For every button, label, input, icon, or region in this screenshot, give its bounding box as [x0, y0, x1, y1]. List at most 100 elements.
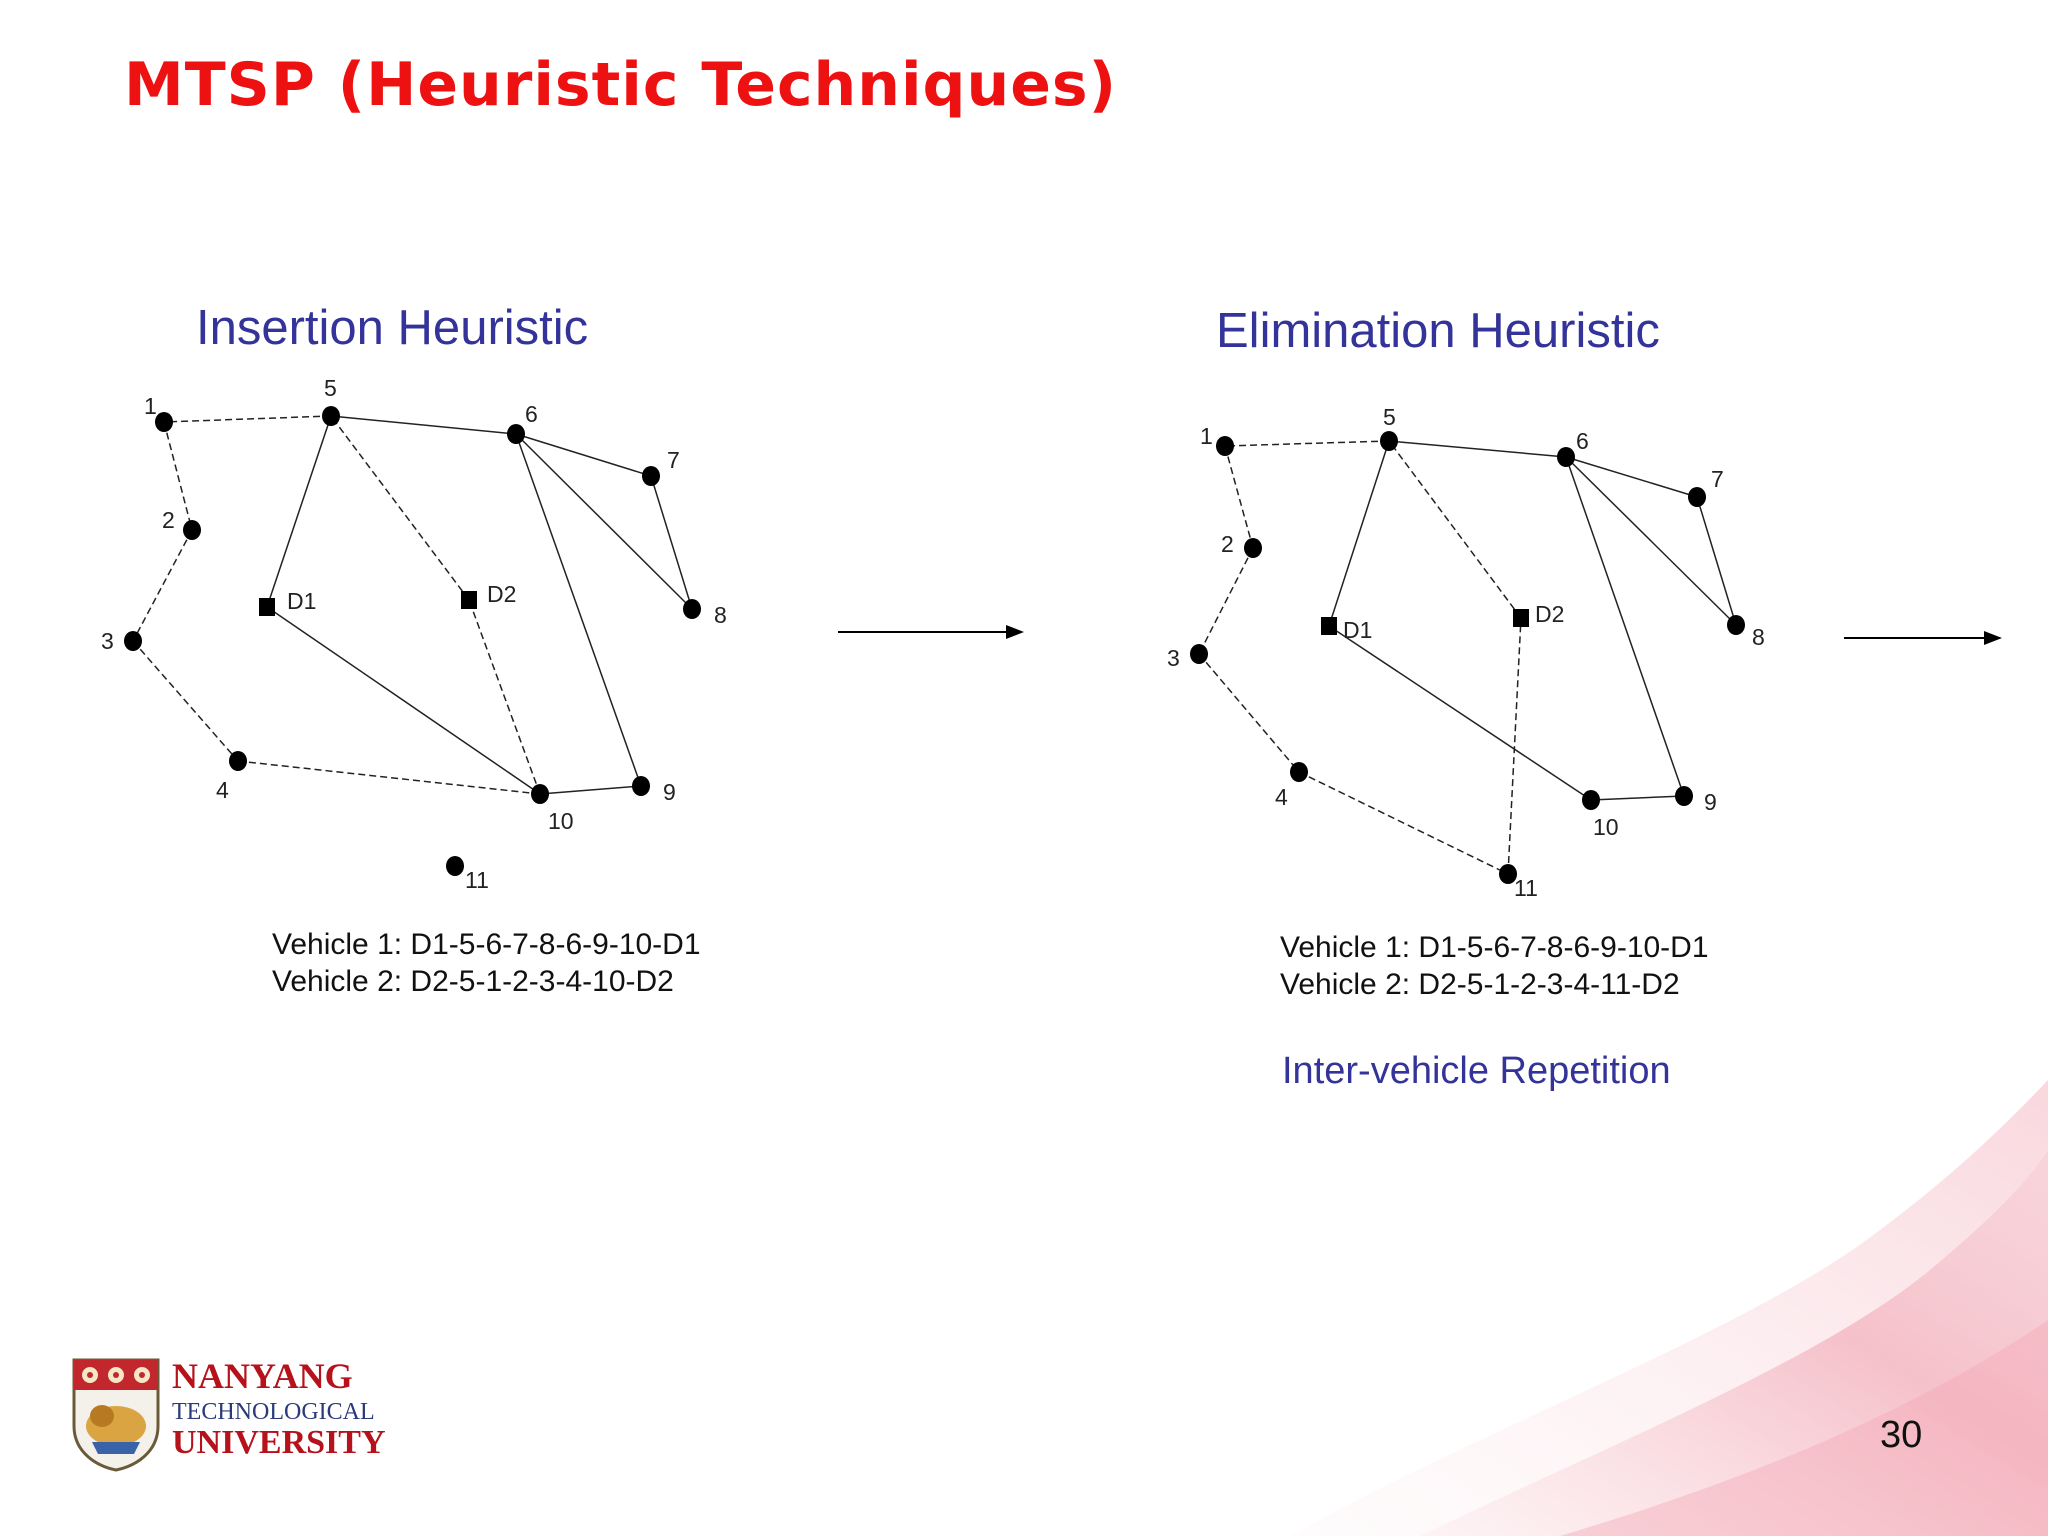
route-edge-10-D2: [468, 599, 541, 795]
route-edge-6-7: [515, 433, 652, 477]
insertion-heuristic-heading: Insertion Heuristic: [196, 301, 589, 355]
route-edge-3-4: [132, 640, 239, 762]
node-3: [124, 631, 142, 651]
node-label-5: 5: [1383, 404, 1396, 430]
node-label-9: 9: [663, 779, 676, 805]
route-edge-1-2: [1224, 445, 1254, 549]
route-edge-10-D1: [1328, 625, 1592, 801]
route-edge-7-8: [650, 475, 693, 610]
node-label-6: 6: [1576, 428, 1589, 454]
logo-line-3: UNIVERSITY: [172, 1424, 386, 1461]
node-1: [155, 412, 173, 432]
node-11: [446, 856, 464, 876]
node-9: [1675, 786, 1693, 806]
node-1: [1216, 436, 1234, 456]
node-label-7: 7: [667, 447, 680, 473]
route-edge-5-6: [330, 415, 517, 435]
route-edge-7-8: [1696, 496, 1737, 626]
node-label-d2: D2: [1535, 601, 1564, 627]
route-edge-6-9: [515, 433, 642, 787]
next-arrow-icon: [1844, 631, 2002, 645]
route-edge-4-11: [1298, 771, 1509, 875]
route-edge-5-1: [1224, 440, 1390, 447]
elimination-vehicle-2-route: Vehicle 2: D2-5-1-2-3-4-11-D2: [1280, 968, 1680, 1001]
depot-d1: [259, 598, 275, 616]
node-5: [1380, 431, 1398, 451]
node-label-11: 11: [1514, 875, 1538, 901]
node-6: [507, 424, 525, 444]
node-3: [1190, 644, 1208, 664]
node-10: [1582, 790, 1600, 810]
route-edge-D1-5: [1328, 440, 1390, 627]
node-label-d1: D1: [1343, 617, 1372, 643]
route-edge-4-10: [237, 760, 541, 795]
route-edge-8-6: [1565, 456, 1737, 626]
elimination-vehicle-1-route: Vehicle 1: D1-5-6-7-8-6-9-10-D1: [1280, 931, 1709, 964]
node-4: [229, 751, 247, 771]
insertion-vehicle-1-route: Vehicle 1: D1-5-6-7-8-6-9-10-D1: [272, 928, 701, 961]
node-label-2: 2: [162, 507, 175, 533]
route-edge-D1-5: [266, 415, 332, 608]
node-8: [683, 599, 701, 619]
node-label-d1: D1: [287, 588, 316, 614]
node-label-8: 8: [1752, 624, 1765, 650]
node-11: [1499, 864, 1517, 884]
node-label-11: 11: [465, 867, 489, 893]
page-number: 30: [1880, 1414, 1923, 1456]
node-label-8: 8: [714, 602, 727, 628]
transition-arrow-icon: [838, 625, 1024, 639]
node-7: [1688, 487, 1706, 507]
route-edge-D2-5: [1388, 440, 1522, 619]
insertion-vehicle-2-route: Vehicle 2: D2-5-1-2-3-4-10-D2: [272, 965, 674, 998]
elimination-heuristic-heading: Elimination Heuristic: [1216, 304, 1660, 358]
node-label-4: 4: [1275, 784, 1288, 810]
depot-d1: [1321, 617, 1337, 635]
ntu-logo: NANYANG TECHNOLOGICAL UNIVERSITY: [70, 1356, 390, 1472]
route-edge-6-7: [1565, 456, 1698, 498]
route-edge-3-4: [1198, 653, 1300, 773]
node-6: [1557, 447, 1575, 467]
node-10: [531, 784, 549, 804]
node-5: [322, 406, 340, 426]
node-4: [1290, 762, 1308, 782]
route-edge-8-6: [515, 433, 693, 610]
route-edge-9-10: [1590, 795, 1685, 801]
depot-d2: [461, 591, 477, 609]
depot-d2: [1513, 609, 1529, 627]
route-edge-9-10: [539, 785, 642, 795]
node-label-2: 2: [1221, 531, 1234, 557]
route-edge-2-3: [1198, 547, 1254, 655]
route-edge-5-6: [1388, 440, 1567, 458]
ntu-crest-icon: [72, 1358, 160, 1472]
node-8: [1727, 615, 1745, 635]
route-edge-D2-5: [330, 415, 470, 601]
node-label-3: 3: [1167, 645, 1180, 671]
route-edge-10-D1: [266, 606, 541, 795]
node-label-1: 1: [144, 393, 157, 419]
node-7: [642, 466, 660, 486]
node-2: [1244, 538, 1262, 558]
node-label-9: 9: [1704, 789, 1717, 815]
node-label-1: 1: [1200, 423, 1213, 449]
node-9: [632, 776, 650, 796]
node-label-3: 3: [101, 628, 114, 654]
node-label-6: 6: [525, 401, 538, 427]
route-edge-1-2: [163, 421, 193, 531]
node-2: [183, 520, 201, 540]
slide-title: MTSP (Heuristic Techniques): [124, 50, 1118, 120]
logo-line-1: NANYANG: [172, 1356, 353, 1396]
inter-vehicle-repetition-note: Inter-vehicle Repetition: [1282, 1050, 1671, 1092]
route-edge-6-9: [1565, 456, 1685, 797]
node-label-7: 7: [1711, 466, 1724, 492]
route-edge-11-D2: [1507, 617, 1522, 875]
elimination-heuristic-graph: 1 2 3 4 5 6 7 8 9 10 11 D1 D2: [1167, 404, 1765, 901]
node-label-10: 10: [1593, 814, 1619, 840]
route-edge-2-3: [132, 529, 193, 642]
logo-line-2: TECHNOLOGICAL: [172, 1399, 375, 1425]
node-label-5: 5: [324, 375, 337, 401]
node-label-10: 10: [548, 808, 574, 834]
node-label-d2: D2: [487, 581, 516, 607]
